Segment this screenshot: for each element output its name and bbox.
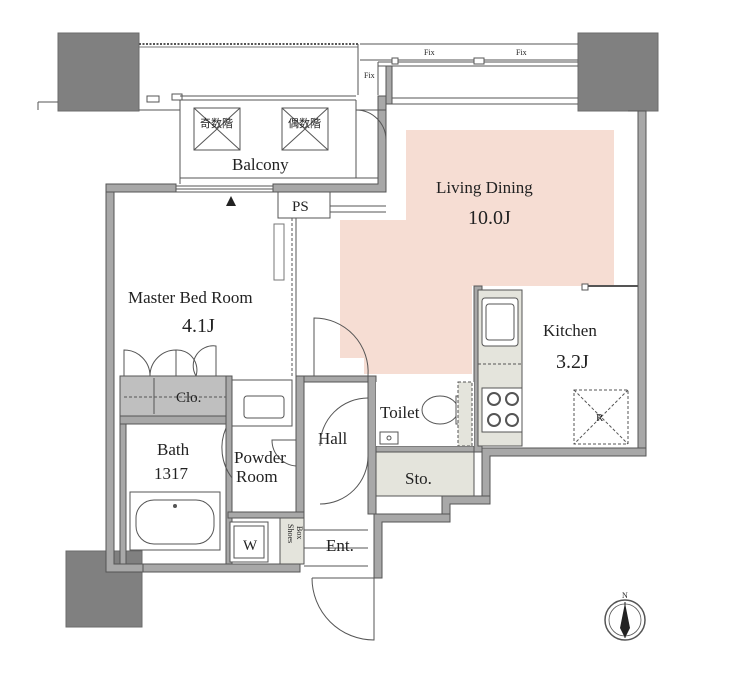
balcony-door[interactable]: [355, 104, 387, 152]
closet-doors[interactable]: [123, 345, 217, 377]
living-dining-area: [340, 130, 614, 374]
living-dining-size: 10.0J: [468, 207, 511, 229]
entrance-steps: [304, 529, 368, 567]
hatch-odd-floor: [193, 107, 241, 151]
column-top-right: [577, 32, 659, 112]
pipe-space: [277, 191, 386, 219]
powder-sink: [231, 379, 293, 427]
storage-label: Sto.: [405, 469, 432, 488]
entrance-label: Ent.: [326, 536, 354, 555]
hall-doors[interactable]: [313, 317, 369, 505]
kitchen-size: 3.2J: [556, 351, 589, 373]
fix-window-label-side: Fix: [364, 71, 375, 80]
powder-room-label-2: Room: [236, 467, 278, 486]
bath-label: Bath: [157, 440, 190, 459]
shoes-box-label-1: Shoes: [286, 524, 295, 543]
toilet-label: Toilet: [380, 403, 420, 422]
fridge: [573, 389, 629, 445]
fix-window-label-1: Fix: [424, 48, 435, 57]
bedroom-window: [175, 185, 274, 206]
shoes-box: [279, 517, 305, 565]
north-compass: [604, 599, 646, 641]
powder-room-label-1: Powder: [234, 448, 286, 467]
column-bottom-left: [65, 550, 143, 628]
hatch-even-floor: [281, 107, 329, 151]
fix-window-label-2: Fix: [516, 48, 527, 57]
pipe-space-label: PS: [292, 199, 309, 215]
balcony-area: [179, 95, 378, 184]
closet-label: Clo.: [176, 390, 201, 406]
toilet-fixture: [379, 381, 473, 447]
living-dining-label: Living Dining: [436, 178, 533, 197]
storage: [375, 451, 475, 497]
entrance-door[interactable]: [311, 577, 375, 641]
bath-size: 1317: [154, 464, 189, 483]
fridge-label: R: [596, 412, 604, 424]
kitchen-stove: [481, 387, 523, 433]
hatch-label-even: 偶数階: [288, 116, 321, 130]
balcony-label: Balcony: [232, 155, 289, 174]
top-window: [357, 43, 578, 95]
hall-label: Hall: [318, 429, 348, 448]
bedroom-partition: [273, 218, 297, 376]
bath-door[interactable]: [221, 427, 233, 480]
washer-label: W: [243, 538, 258, 554]
hatch-label-odd: 奇数階: [200, 116, 233, 130]
master-bed-label: Master Bed Room: [128, 288, 253, 307]
balcony-rail: [37, 43, 358, 111]
north-label: N: [622, 591, 628, 600]
column-top-left: [57, 32, 140, 112]
outer-walls: [105, 65, 647, 579]
master-bed-size: 4.1J: [182, 315, 215, 337]
powder-door[interactable]: [271, 439, 297, 467]
closet: [119, 375, 233, 417]
bathtub: [129, 491, 221, 551]
shoes-box-label-2: Box: [295, 526, 304, 539]
kitchen-label: Kitchen: [543, 321, 597, 340]
